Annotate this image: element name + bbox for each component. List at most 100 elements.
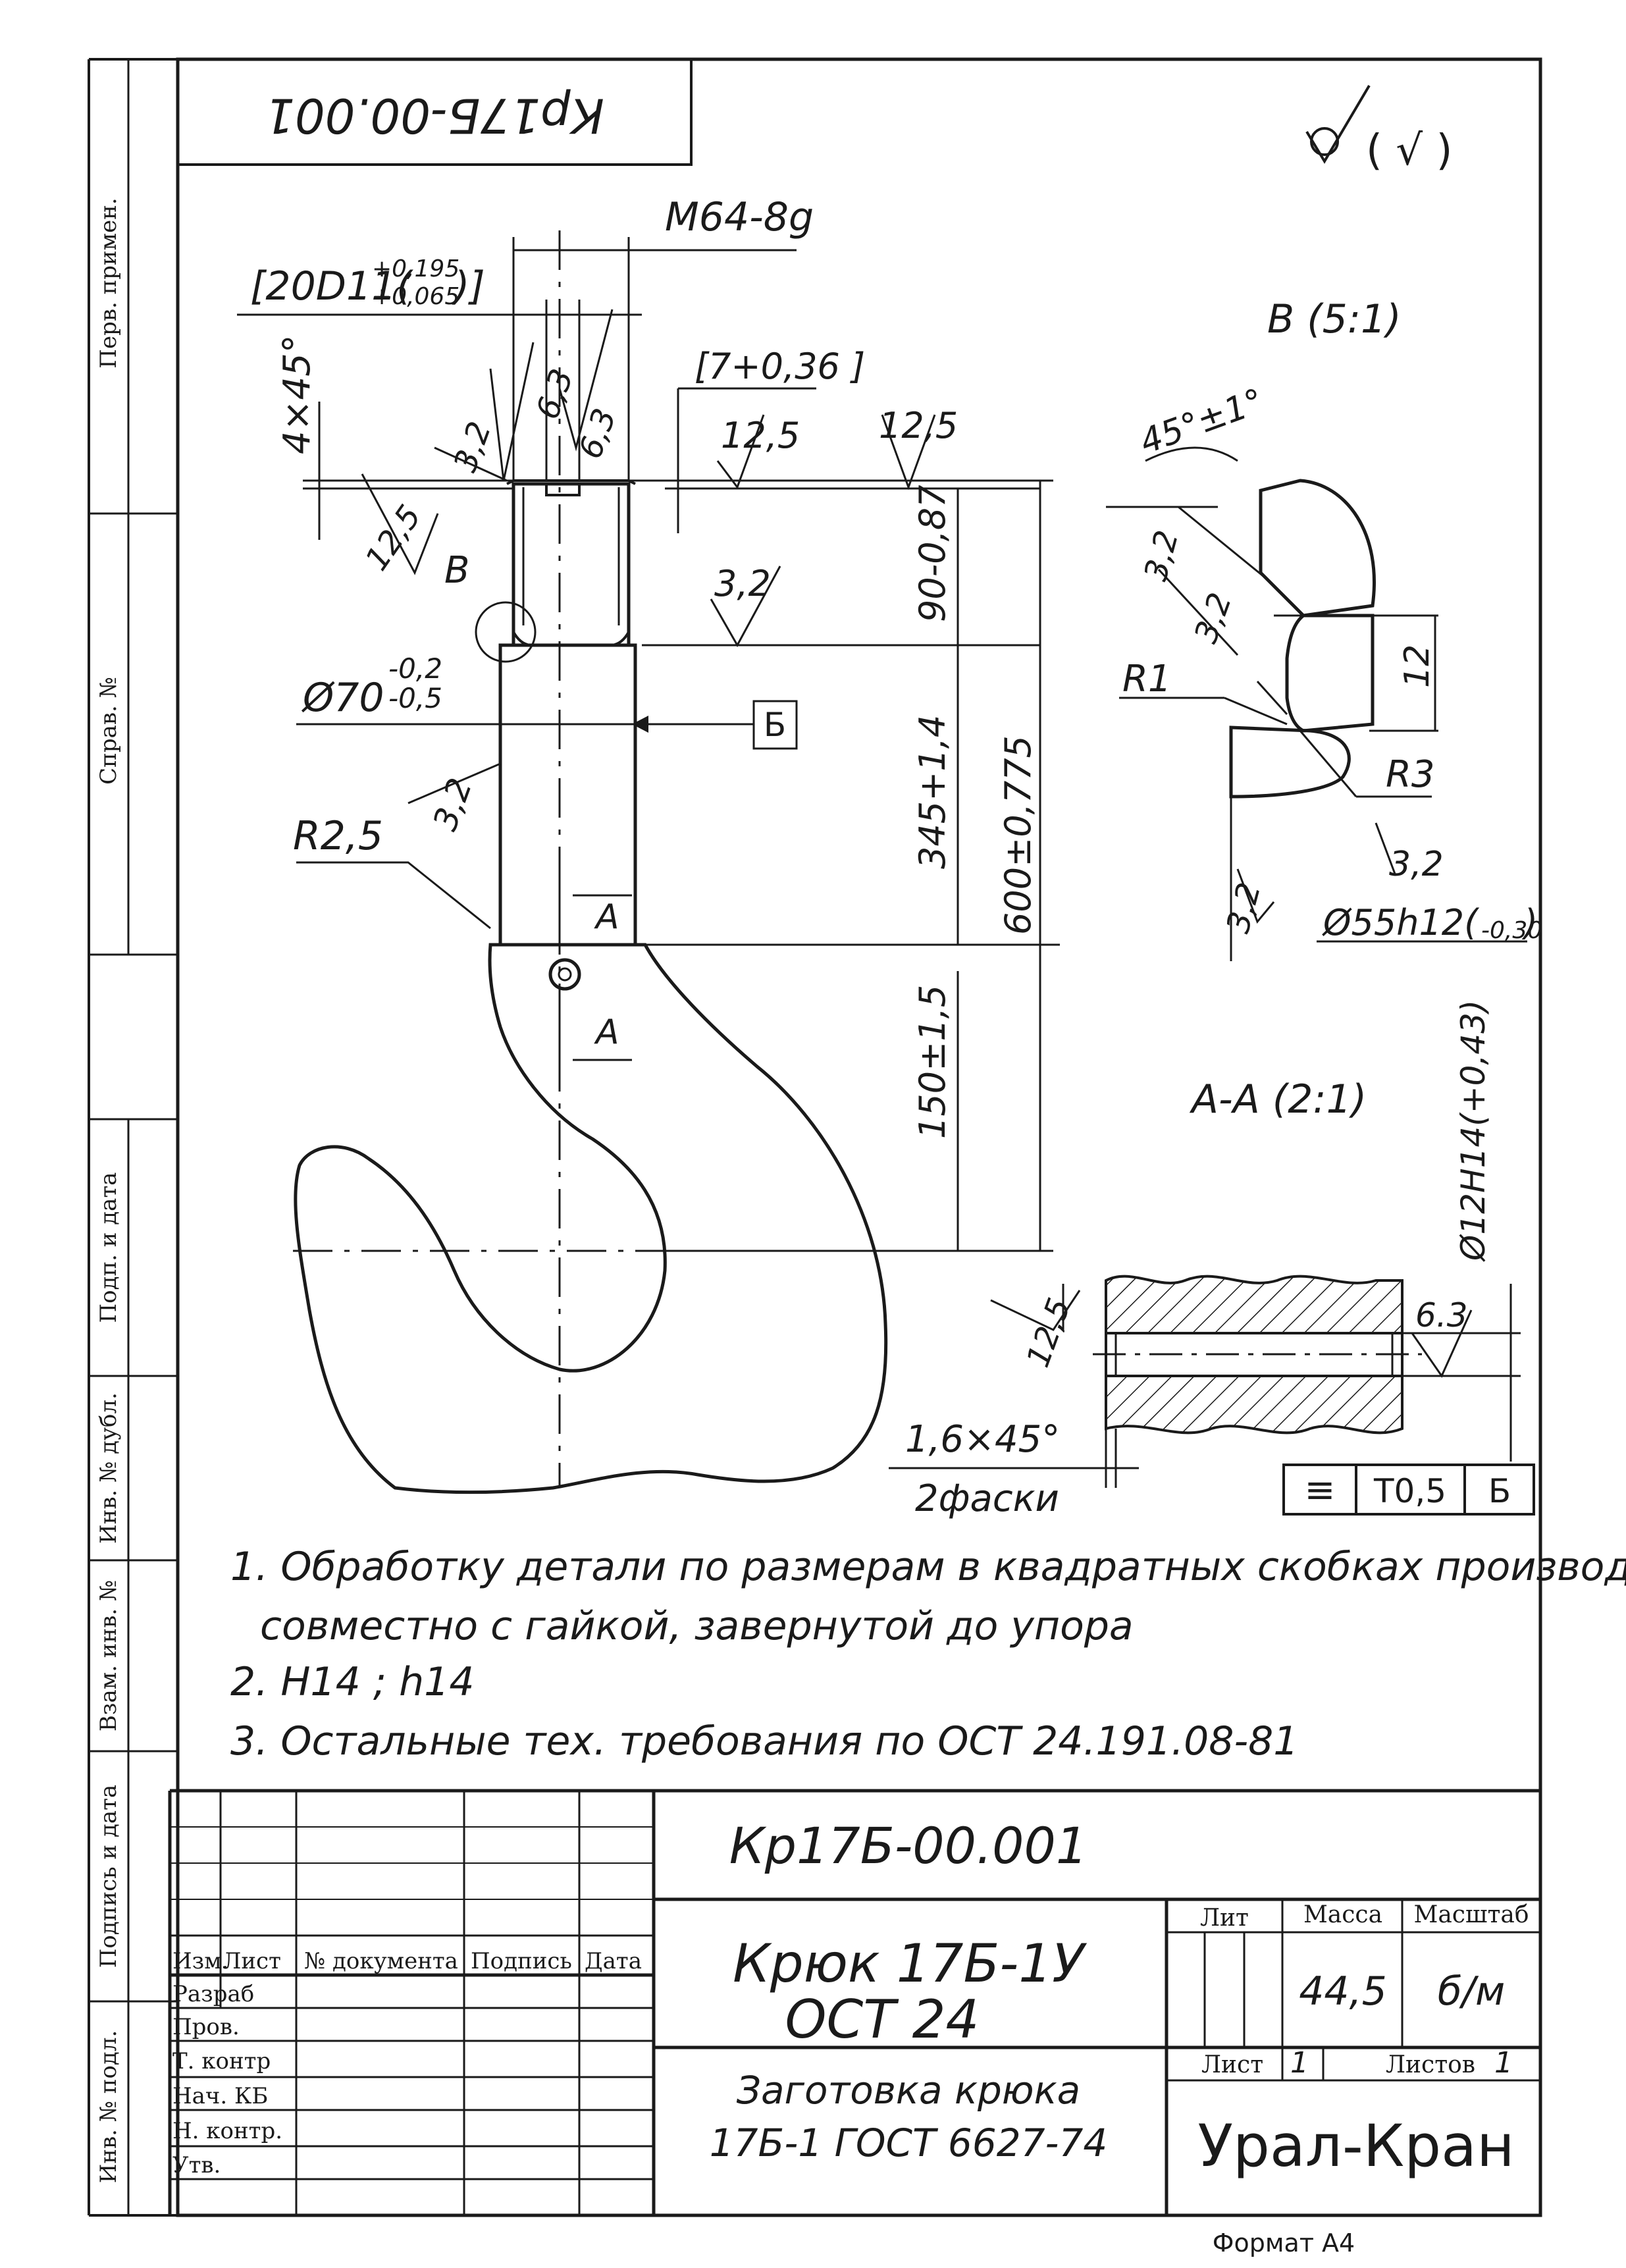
title-col-podpis: Подпись bbox=[471, 1948, 572, 1974]
title-sheet-value: 1 bbox=[1290, 2046, 1309, 2080]
note-3: 3. Остальные тех. требования по ОСТ 24.1… bbox=[230, 1718, 1298, 1764]
rough-12-5-c: 12,5 bbox=[879, 405, 958, 446]
datum-box: Б bbox=[632, 700, 798, 750]
rough-6-3-a: 6,3 bbox=[529, 364, 581, 424]
main-dimensions bbox=[237, 237, 1060, 1252]
bracket-20: [20D11( bbox=[250, 263, 413, 309]
title-row-n-kontr: Н. контр. bbox=[172, 2118, 282, 2144]
r2-5-label: R2,5 bbox=[293, 813, 383, 859]
title-row-prov: Пров. bbox=[172, 2014, 240, 2040]
tol-20-lower: +0,065 bbox=[372, 283, 459, 310]
title-col-data: Дата bbox=[585, 1948, 642, 1974]
detail-b-phi55-close: ) bbox=[1521, 902, 1538, 943]
section-aa-6-3: 6.3 bbox=[1415, 1296, 1468, 1334]
main-roughness-marks bbox=[361, 309, 936, 804]
title-name-line2: ОСТ 24 bbox=[785, 1989, 980, 2050]
detail-b-view bbox=[1106, 446, 1527, 961]
sidebar-sprav-no: Справ. № bbox=[95, 677, 122, 785]
detail-b-angle: 45°±1° bbox=[1135, 381, 1269, 462]
rough-3-2-b: 3,2 bbox=[714, 563, 771, 604]
detail-b-3-2-a: 3,2 bbox=[1137, 527, 1186, 585]
title-col-list: Лист bbox=[223, 1948, 281, 1974]
dim-150: 150±1,5 bbox=[912, 985, 953, 1139]
detail-b-r3: R3 bbox=[1386, 753, 1435, 796]
note-1-continued: совместно с гайкой, завернутой до упора bbox=[260, 1603, 1134, 1649]
detail-b-labels: В (5:1) 45°±1° 3,2 3,2 R1 12 R3 3,2 3,2 … bbox=[1122, 296, 1542, 944]
title-col-izm: Изм. bbox=[172, 1948, 228, 1974]
sidebar-labels: Перв. примен. Справ. № Подп. и дата Инв.… bbox=[95, 198, 122, 2183]
section-aa-title: А-А (2:1) bbox=[1189, 1076, 1367, 1122]
thread-label: M64-8g bbox=[665, 194, 814, 240]
title-hdr-masshtab: Масштаб bbox=[1413, 1901, 1529, 1928]
roughness-symbol: ( √ ) bbox=[1305, 84, 1452, 175]
section-aa-labels: А-А (2:1) Ø12H14(+0,43) 12,5 6.3 1,6×45°… bbox=[905, 1000, 1492, 1520]
phi70-lower: -0,5 bbox=[388, 682, 442, 714]
sidebar-vzam-inv-no: Взам. инв. № bbox=[95, 1580, 122, 1731]
title-hdr-massa: Масса bbox=[1303, 1901, 1382, 1928]
detail-b-marker: В bbox=[444, 549, 469, 592]
detail-b-3-2-b: 3,2 bbox=[1188, 588, 1240, 648]
datum-b-label: Б bbox=[764, 706, 786, 744]
section-aa-chamfer-count: 2фаски bbox=[915, 1477, 1059, 1520]
title-sheets-value: 1 bbox=[1494, 2046, 1513, 2080]
section-aa-chamfer: 1,6×45° bbox=[905, 1418, 1060, 1461]
technical-notes: 1. Обработку детали по размерам в квадра… bbox=[230, 1544, 1626, 1764]
tolerance-value: T0,5 bbox=[1373, 1472, 1446, 1510]
detail-b-12: 12 bbox=[1398, 645, 1437, 688]
title-name-line1: Крюк 17Б-1У bbox=[733, 1933, 1088, 1994]
chamfer-4x45: 4×45° bbox=[276, 334, 319, 454]
sidebar-perv-primen: Перв. примен. bbox=[95, 198, 122, 368]
sidebar-podpis-data: Подпись и дата bbox=[95, 1785, 122, 1968]
dim-345: 345+1,4 bbox=[912, 715, 953, 869]
rough-3-2-a: 3,2 bbox=[447, 417, 499, 477]
note-1: 1. Обработку детали по размерам в квадра… bbox=[230, 1544, 1626, 1590]
section-a-top: А bbox=[594, 897, 619, 937]
detail-b-3-2-c: 3,2 bbox=[1389, 845, 1444, 884]
bracket-20-close: )] bbox=[452, 263, 485, 309]
detail-b-title: В (5:1) bbox=[1267, 296, 1402, 342]
title-row-nach-kb: Нач. КБ bbox=[172, 2083, 268, 2109]
section-aa-phi12: Ø12H14(+0,43) bbox=[1454, 1000, 1492, 1262]
sidebar-inv-no-podl: Инв. № подл. bbox=[95, 2030, 122, 2184]
section-a-bottom: А bbox=[594, 1013, 619, 1052]
dim-90: 90-0,87 bbox=[912, 485, 953, 622]
section-aa-12-5: 12,5 bbox=[1020, 1294, 1078, 1373]
title-hdr-lit: Лит bbox=[1200, 1905, 1249, 1932]
section-aa-view bbox=[889, 1275, 1521, 1488]
tolerance-frame: ≡ T0,5 Б bbox=[1282, 1464, 1535, 1516]
detail-b-phi55-tol: -0,30 bbox=[1481, 917, 1542, 944]
tolerance-symbol: ≡ bbox=[1305, 1469, 1336, 1512]
drawing-frame bbox=[88, 57, 1542, 2217]
dim-600: 600±0,775 bbox=[997, 735, 1039, 935]
detail-b-phi55: Ø55h12( bbox=[1322, 902, 1480, 943]
title-block bbox=[168, 1789, 1540, 2215]
tol-20-upper: +0,195 bbox=[372, 255, 459, 282]
title-col-doc-no: № документа bbox=[304, 1948, 458, 1974]
rough-3-2-c: 3,2 bbox=[426, 774, 480, 836]
code-box: Кр17Б-00.001 bbox=[176, 58, 693, 166]
phi70-upper: -0,2 bbox=[388, 652, 442, 685]
title-company: Урал-Кран bbox=[1197, 2112, 1514, 2180]
main-labels: M64-8g [20D11( +0,195 +0,065 )] [7+0,36 … bbox=[250, 194, 1039, 1139]
code-rotated: Кр17Б-00.001 bbox=[265, 88, 604, 143]
title-row-razrab: Разраб bbox=[172, 1981, 254, 2007]
title-material-line2: 17Б-1 ГОСТ 6627-74 bbox=[710, 2121, 1108, 2165]
title-masshtab-value: б/м bbox=[1438, 1968, 1505, 2015]
sidebar-podp-data: Подп. и дата bbox=[95, 1172, 122, 1323]
bracket-7: [7+0,36 ] bbox=[695, 346, 865, 387]
title-row-t-kontr: Т. контр bbox=[172, 2048, 271, 2074]
title-row-utv: Утв. bbox=[172, 2152, 221, 2178]
title-block-text: Кр17Б-00.001 Изм. Лист № документа Подпи… bbox=[172, 1816, 1529, 2257]
title-sheets-label: Листов bbox=[1386, 2051, 1475, 2078]
detail-b-3-2-d: 3,2 bbox=[1219, 879, 1268, 937]
hook-main-view bbox=[293, 230, 888, 1494]
title-sheet-label: Лист bbox=[1201, 2051, 1263, 2078]
rough-12-5-b: 12,5 bbox=[721, 415, 800, 456]
title-format: Формат А4 bbox=[1213, 2228, 1355, 2257]
tolerance-datum: Б bbox=[1488, 1472, 1511, 1510]
roughness-note: ( √ ) bbox=[1366, 126, 1452, 175]
title-massa-value: 44,5 bbox=[1299, 1968, 1387, 2015]
sidebar-inv-no-dubl: Инв. № дубл. bbox=[95, 1392, 122, 1544]
phi70-label: Ø70 bbox=[301, 675, 384, 721]
note-2: 2. H14 ; h14 bbox=[230, 1659, 475, 1705]
